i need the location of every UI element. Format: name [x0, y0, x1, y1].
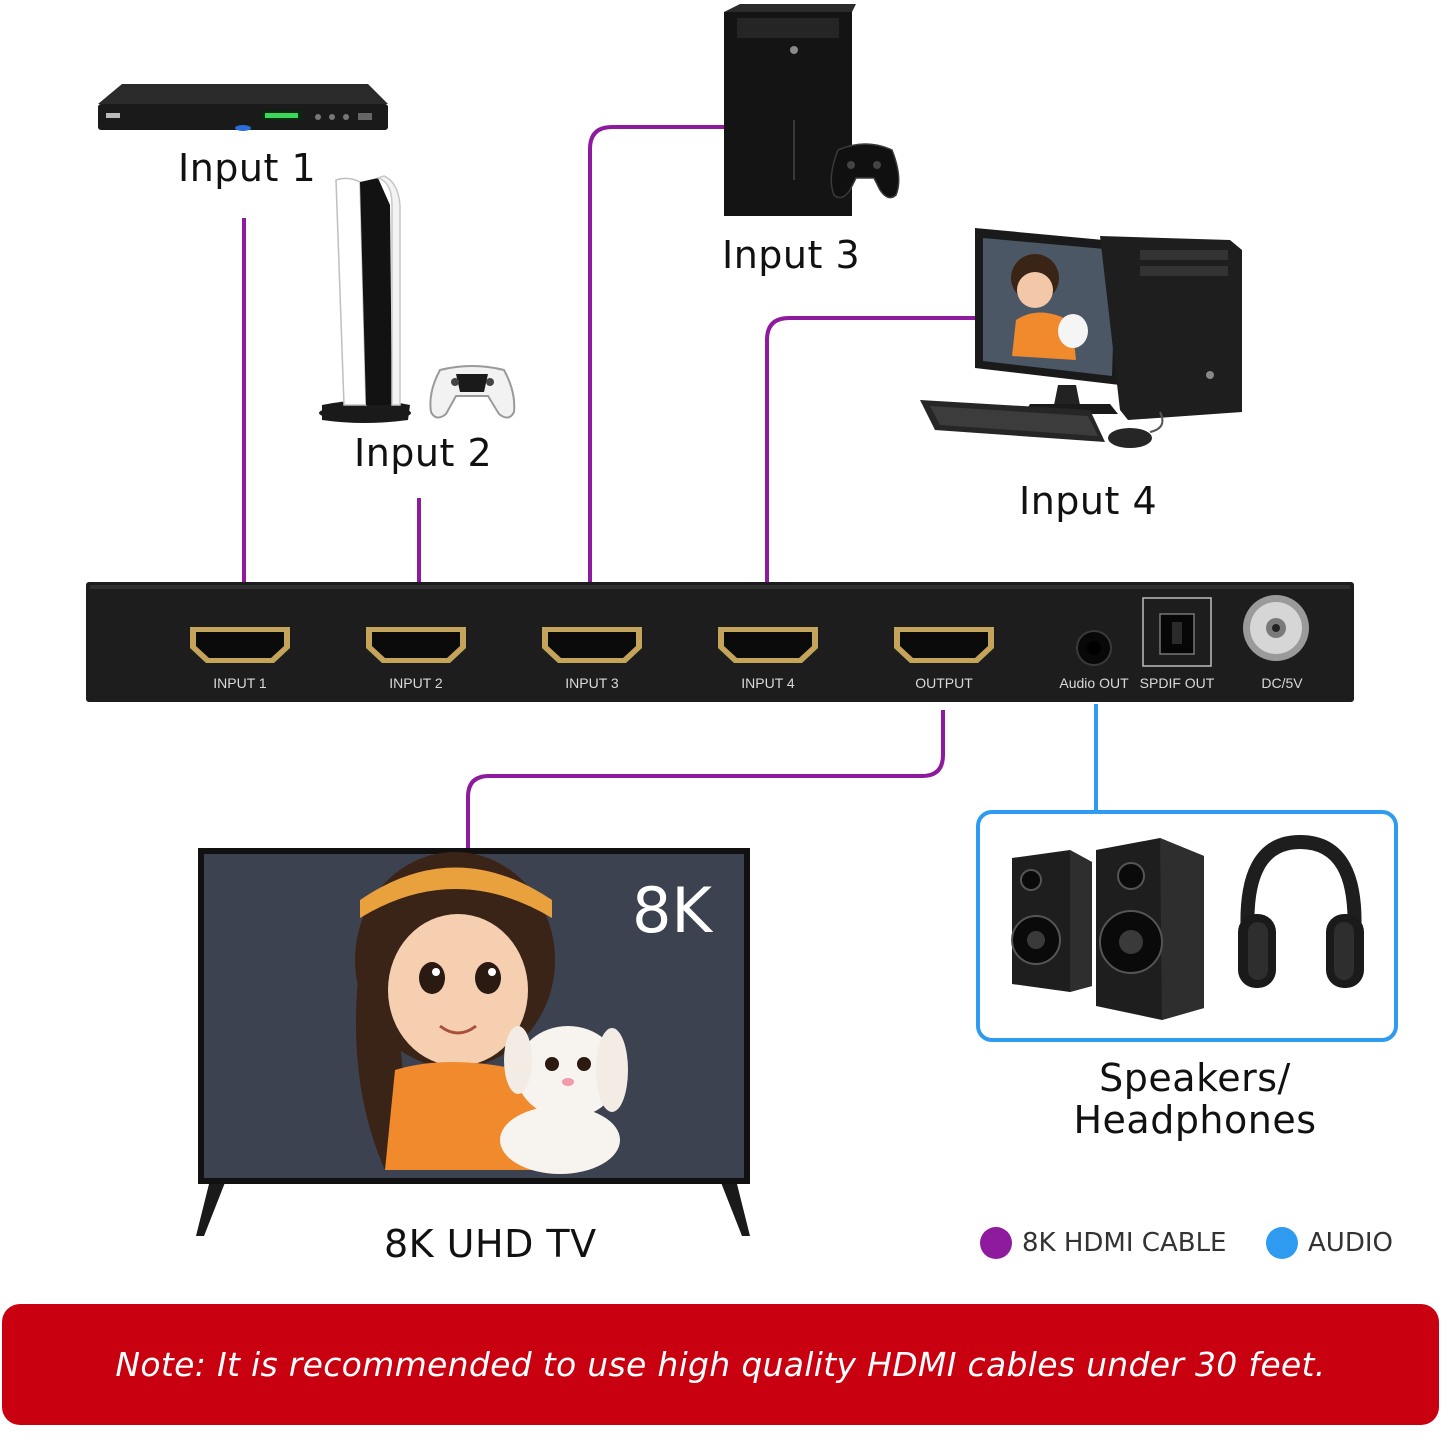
dc-power-port-icon [1243, 595, 1309, 661]
audio-jack-icon [1076, 630, 1112, 666]
hdmi-cables [242, 125, 975, 850]
hdmi-switch-unit: INPUT 1 INPUT 2 INPUT 3 INPUT 4 OUTPUT A… [86, 582, 1354, 702]
audio-output-label-line2: Headphones [1073, 1098, 1317, 1142]
note-text: Note: It is recommended to use high qual… [115, 1345, 1326, 1384]
legend-hdmi-dot [980, 1227, 1012, 1259]
hdmi-port-input1-icon [190, 627, 290, 663]
input3-label: Input 3 [722, 233, 861, 277]
hdmi-cable-input4 [765, 316, 975, 628]
port-label-input2: INPUT 2 [389, 675, 443, 691]
input1-label: Input 1 [178, 146, 317, 190]
port-label-audio-out: Audio OUT [1059, 675, 1129, 691]
hdmi-port-output-icon [894, 627, 994, 663]
spdif-port-icon [1142, 597, 1212, 667]
desktop-pc-icon [920, 228, 1242, 448]
speaker-left-icon [1011, 850, 1092, 992]
note-banner: Note: It is recommended to use high qual… [2, 1304, 1439, 1425]
ps5-controller-icon [429, 365, 516, 419]
legend-hdmi: 8K HDMI CABLE [980, 1227, 1226, 1259]
tv-screen-badge: 8K [632, 874, 713, 947]
hdmi-port-input3-icon [542, 627, 642, 663]
audio-output-label-line1: Speakers/ [1099, 1056, 1291, 1100]
port-label-spdif-out: SPDIF OUT [1140, 675, 1215, 691]
tv-label: 8K UHD TV [384, 1222, 597, 1266]
port-label-input3: INPUT 3 [565, 675, 619, 691]
ps5-console-icon [319, 175, 411, 423]
speaker-right-icon [1096, 838, 1204, 1020]
port-label-input4: INPUT 4 [741, 675, 795, 691]
port-label-power: DC/5V [1261, 675, 1303, 691]
tv-icon: 8K [196, 848, 750, 1236]
input4-label: Input 4 [1019, 479, 1158, 523]
hdmi-port-input2-icon [366, 627, 466, 663]
legend-hdmi-label: 8K HDMI CABLE [1022, 1228, 1227, 1258]
input2-label: Input 2 [354, 431, 493, 475]
tv-screen-character-illustration [355, 852, 628, 1174]
hdmi-port-input4-icon [718, 627, 818, 663]
headphones-icon [1238, 834, 1364, 988]
legend-audio-label: AUDIO [1308, 1228, 1393, 1258]
xbox-controller-icon [830, 143, 900, 199]
port-label-output: OUTPUT [915, 675, 973, 691]
audio-output-box [976, 810, 1398, 1042]
legend-audio: AUDIO [1266, 1227, 1393, 1259]
hdmi-cable-output [466, 710, 945, 850]
port-label-input1: INPUT 1 [213, 675, 267, 691]
bluray-player-icon [98, 84, 388, 131]
hdmi-cable-input3 [588, 125, 726, 628]
legend-audio-dot [1266, 1227, 1298, 1259]
